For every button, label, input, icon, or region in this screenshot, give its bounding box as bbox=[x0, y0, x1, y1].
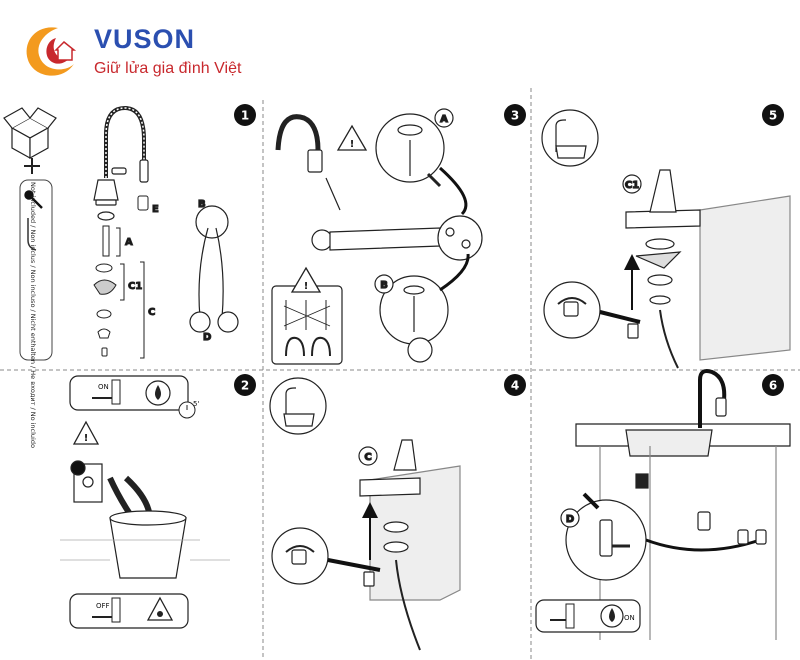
washer bbox=[97, 211, 115, 221]
label-a-circle: A bbox=[440, 114, 448, 125]
panel-grid bbox=[0, 88, 800, 660]
water-drop-icon bbox=[609, 608, 615, 622]
bracket-a: A bbox=[116, 227, 134, 257]
parts-c1: C1 bbox=[93, 263, 143, 357]
step-4-panel: 4 C bbox=[269, 374, 526, 651]
label-d-step6: D bbox=[566, 514, 574, 525]
faucet-c1-step5: C1 bbox=[622, 169, 682, 369]
step-1-number: 1 bbox=[241, 109, 249, 123]
step-3-badge: 3 bbox=[504, 104, 526, 126]
step-2-badge: 2 bbox=[234, 374, 256, 396]
label-c1: C1 bbox=[128, 281, 142, 292]
hex-key-icon bbox=[27, 218, 37, 251]
mounting-bar bbox=[311, 215, 483, 261]
step-1-badge: 1 bbox=[234, 104, 256, 126]
brand-tagline: Giữ lửa gia đình Việt bbox=[94, 60, 242, 77]
timer-label: 5' bbox=[193, 400, 199, 408]
supply-hoses: B D bbox=[189, 198, 239, 344]
valve-on-box: ON bbox=[69, 375, 189, 411]
step-6-panel: 6 D bbox=[535, 369, 791, 640]
on-label-step6: ON bbox=[624, 614, 635, 622]
faucet-exploded bbox=[93, 105, 149, 206]
nut-detail-step4 bbox=[271, 527, 381, 587]
label-c: C bbox=[148, 307, 155, 318]
sink-thumbnail bbox=[269, 377, 327, 435]
sink-thumbnail-step5 bbox=[541, 109, 599, 167]
plus-icon bbox=[24, 158, 40, 174]
off-label-step2: OFF bbox=[96, 602, 110, 610]
label-c-step4: C bbox=[364, 452, 371, 463]
step-5-panel: 5 C1 bbox=[541, 104, 791, 369]
flush-bucket bbox=[60, 460, 230, 579]
connector-a bbox=[439, 166, 468, 216]
valve-off-box: OFF bbox=[69, 593, 189, 629]
kitchen-counter-step6 bbox=[575, 369, 791, 640]
label-e: E bbox=[152, 204, 159, 215]
step-6-badge: 6 bbox=[762, 374, 784, 396]
svg-text:!: ! bbox=[350, 139, 355, 150]
label-a: A bbox=[125, 237, 133, 248]
timer-icon: 5' bbox=[178, 400, 199, 419]
step-3-panel: 3 ! A B bbox=[271, 104, 526, 365]
brand-logo: VUSON Giữ lửa gia đình Việt bbox=[18, 18, 268, 88]
countertop-cabinet-step4 bbox=[359, 465, 461, 601]
faucet-handle-assembly bbox=[275, 114, 341, 211]
part-e: E bbox=[137, 195, 160, 216]
brand-name: VUSON bbox=[94, 24, 196, 54]
label-c1-step5: C1 bbox=[625, 180, 639, 191]
box-icon bbox=[3, 107, 57, 160]
nut-detail-step5 bbox=[543, 281, 641, 339]
detail-b: B bbox=[374, 274, 449, 363]
svg-text:!: ! bbox=[84, 433, 89, 444]
step-2-panel: 2 ON 5' ! bbox=[60, 374, 256, 629]
step-3-number: 3 bbox=[511, 109, 519, 123]
svg-text:!: ! bbox=[304, 281, 309, 292]
step-2-number: 2 bbox=[241, 379, 249, 393]
detail-d-step6: D bbox=[560, 492, 767, 581]
detail-a: A bbox=[375, 108, 454, 188]
step-1-panel: 1 E bbox=[3, 104, 256, 361]
bracket-c: C bbox=[140, 261, 156, 359]
step-6-number: 6 bbox=[769, 379, 777, 393]
warning-hose-box: ! bbox=[271, 266, 343, 365]
water-drop-icon bbox=[155, 385, 161, 400]
label-b-circle: B bbox=[380, 280, 388, 291]
warning-icon: ! bbox=[72, 420, 100, 445]
label-d: D bbox=[203, 332, 211, 343]
detail-c-step4: C bbox=[358, 439, 421, 651]
valve-on-box-step6: ON bbox=[535, 599, 641, 633]
step-5-badge: 5 bbox=[762, 104, 784, 126]
warning-icon: ! bbox=[336, 124, 368, 151]
connector-b bbox=[439, 253, 470, 292]
not-included-text: Not included / Non inclus / Non incluso … bbox=[29, 182, 37, 448]
step-5-number: 5 bbox=[769, 109, 777, 123]
countertop-cabinet-step5 bbox=[625, 195, 791, 361]
wrench-icon bbox=[24, 190, 43, 209]
step-4-number: 4 bbox=[511, 379, 519, 393]
label-b: B bbox=[198, 199, 206, 210]
vuson-logo-icon bbox=[26, 27, 77, 76]
threaded-rod bbox=[102, 225, 110, 257]
step-4-badge: 4 bbox=[504, 374, 526, 396]
on-label-step2: ON bbox=[98, 383, 109, 391]
